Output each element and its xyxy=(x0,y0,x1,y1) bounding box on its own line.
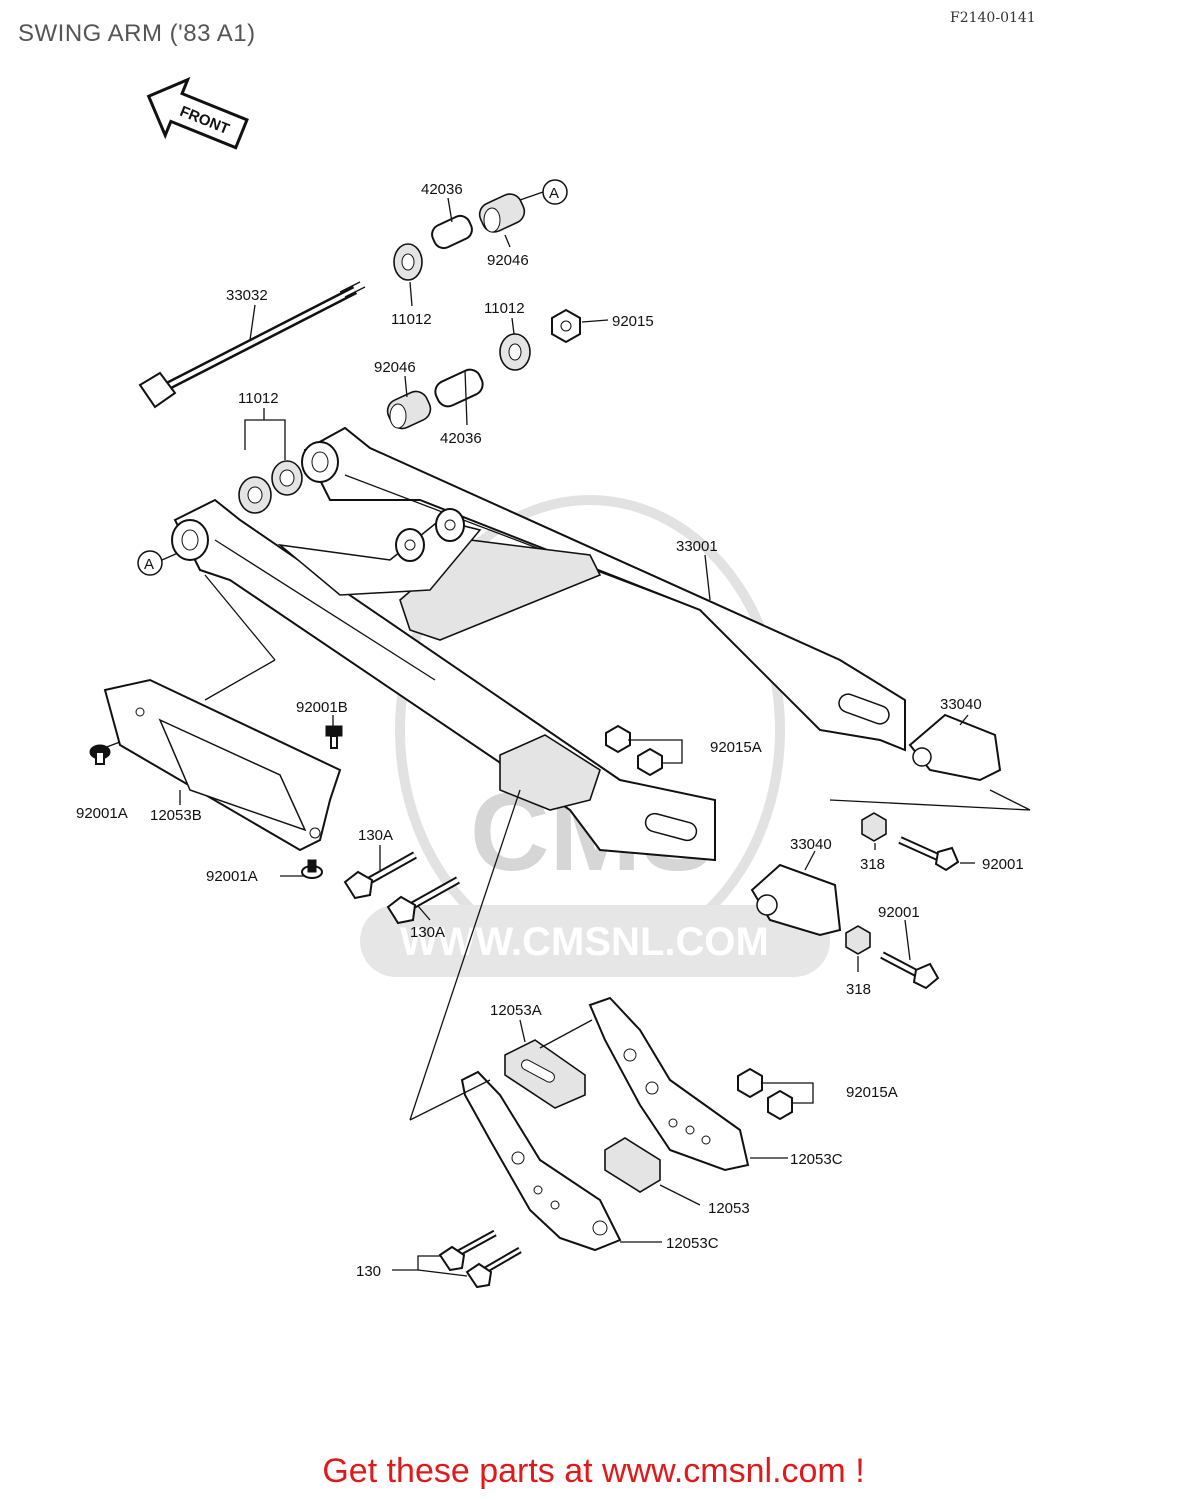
slider-block-12053A-icon xyxy=(504,1039,586,1109)
bolt-92001-mid-icon xyxy=(880,951,940,990)
callout-12053: 12053 xyxy=(708,1200,750,1217)
plate-12053C-right-icon xyxy=(588,996,750,1172)
callout-92001-mid: 92001 xyxy=(878,904,920,921)
bearing-11012-mid-icon xyxy=(499,333,531,371)
bolt-92001-right-icon xyxy=(898,836,960,872)
callout-130A-top: 130A xyxy=(358,827,393,844)
plate-12053C-bot-icon xyxy=(460,1070,622,1252)
callout-11012-top: 11012 xyxy=(391,311,432,328)
needle-bearing-92046-mid-icon xyxy=(386,390,432,430)
callout-92001A-left: 92001A xyxy=(76,805,128,822)
callout-92046-mid: 92046 xyxy=(374,359,416,376)
callout-130: 130 xyxy=(356,1263,381,1280)
bolt-130A-bot-icon xyxy=(386,876,460,925)
collar-42036-mid-icon xyxy=(434,368,484,408)
bolt-130A-top-icon xyxy=(343,851,417,900)
needle-bearing-92046-top-icon xyxy=(478,193,526,233)
callout-labels: 42036 92046 33032 11012 11012 92015 9204… xyxy=(76,181,1024,1280)
callout-12053C-right: 12053C xyxy=(790,1151,843,1168)
callout-11012-left: 11012 xyxy=(238,390,279,407)
callout-42036-top: 42036 xyxy=(421,181,463,198)
parts-diagram: CMS WWW.CMSNL.COM FRONT A A xyxy=(76,76,1031,1289)
slider-block-12053-icon xyxy=(604,1137,661,1193)
bolts-130-icon xyxy=(438,1229,522,1289)
nut-92015-icon xyxy=(551,308,581,344)
page-title: SWING ARM ('83 A1) xyxy=(18,20,256,47)
callout-11012-mid: 11012 xyxy=(484,300,525,317)
callout-318-bot: 318 xyxy=(846,981,871,998)
pivot-bolt-icon xyxy=(138,281,366,409)
front-arrow-icon: FRONT xyxy=(146,76,249,150)
bearing-11012-top-icon xyxy=(393,243,423,281)
screw-92001A-bot-icon xyxy=(301,859,323,879)
callout-33040-mid: 33040 xyxy=(790,836,832,853)
callout-12053C-bot: 12053C xyxy=(666,1235,719,1252)
leader-lines xyxy=(103,197,1031,1277)
chain-slipper-12053B-icon xyxy=(103,678,342,852)
callout-12053A: 12053A xyxy=(490,1002,542,1019)
nut-318-top-icon xyxy=(861,812,887,842)
callout-130A-bot: 130A xyxy=(410,924,445,941)
collar-42036-top-icon xyxy=(431,214,473,250)
callout-318-top: 318 xyxy=(860,856,885,873)
callout-33032: 33032 xyxy=(226,287,268,304)
chain-adjuster-33040-right-icon xyxy=(908,713,1002,782)
ref-marker-a-left: A xyxy=(137,550,179,576)
figure-code: F2140-0141 xyxy=(950,10,1036,26)
screw-92001A-left-icon xyxy=(89,744,111,765)
callout-92001-right: 92001 xyxy=(982,856,1024,873)
bearings-11012-left-icon xyxy=(238,460,303,514)
callout-92015: 92015 xyxy=(612,313,654,330)
callout-12053B: 12053B xyxy=(150,807,202,824)
callout-92015A-bot: 92015A xyxy=(846,1084,898,1101)
nuts-92015A-mid-icon xyxy=(605,724,663,777)
nuts-92015A-bot-icon xyxy=(737,1067,793,1121)
swing-arm-33001-icon xyxy=(171,426,906,862)
callout-92046-top: 92046 xyxy=(487,252,529,269)
watermark-url-text: WWW.CMSNL.COM xyxy=(400,920,769,964)
callout-92001B: 92001B xyxy=(296,699,348,716)
chain-adjuster-33040-mid-icon xyxy=(750,863,842,937)
callout-33040-right: 33040 xyxy=(940,696,982,713)
svg-text:A: A xyxy=(549,185,559,202)
footer-link[interactable]: Get these parts at www.cmsnl.com ! xyxy=(322,1452,865,1490)
screw-92001B-icon xyxy=(325,725,343,749)
ref-marker-a-top: A xyxy=(519,179,568,205)
callout-42036-mid: 42036 xyxy=(440,430,482,447)
callout-33001: 33001 xyxy=(676,538,718,555)
callout-92015A-mid: 92015A xyxy=(710,739,762,756)
nut-318-bot-icon xyxy=(845,925,871,955)
svg-text:A: A xyxy=(144,556,154,573)
callout-92001A-bot: 92001A xyxy=(206,868,258,885)
